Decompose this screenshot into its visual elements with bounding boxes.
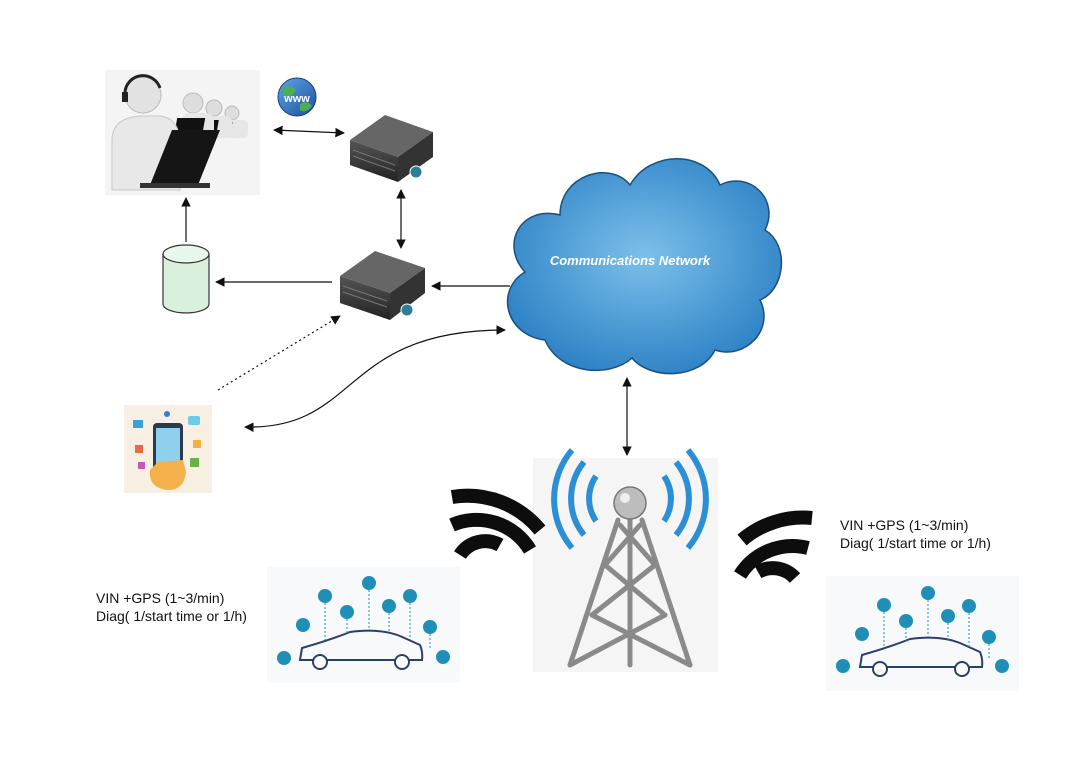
cloud-label: Communications Network (550, 253, 711, 268)
vehicle-right-caption-line1: VIN +GPS (1~3/min) (840, 517, 969, 533)
call-center-operators-icon (105, 70, 260, 195)
cell-tower-icon (533, 448, 718, 672)
connected-car-right-icon (826, 576, 1019, 691)
vehicle-left-caption-line2: Diag( 1/start time or 1/h) (96, 608, 247, 624)
application-server-icon (340, 251, 425, 320)
vehicle-left-caption-line1: VIN +GPS (1~3/min) (96, 590, 225, 606)
www-globe-icon: www (277, 77, 317, 117)
mobile-appserver-dotted-link (217, 315, 341, 391)
vehicle-left-caption: VIN +GPS (1~3/min) Diag( 1/start time or… (96, 589, 247, 625)
mobile-cloud-curved-link (244, 325, 506, 433)
communications-network-cloud: Communications Network (506, 158, 783, 375)
operators-webserver-link (273, 125, 345, 138)
signal-waves-right-icon (734, 510, 813, 584)
www-label: www (283, 93, 310, 105)
connector-lines (181, 125, 632, 456)
web-server-icon (350, 115, 433, 182)
connected-car-left-icon (267, 567, 460, 683)
database-icon (162, 244, 210, 314)
vehicle-right-caption-line2: Diag( 1/start time or 1/h) (840, 535, 991, 551)
signal-waves-left-icon (449, 488, 546, 560)
vehicle-right-caption: VIN +GPS (1~3/min) Diag( 1/start time or… (840, 516, 991, 552)
mobile-app-icon (124, 405, 212, 493)
